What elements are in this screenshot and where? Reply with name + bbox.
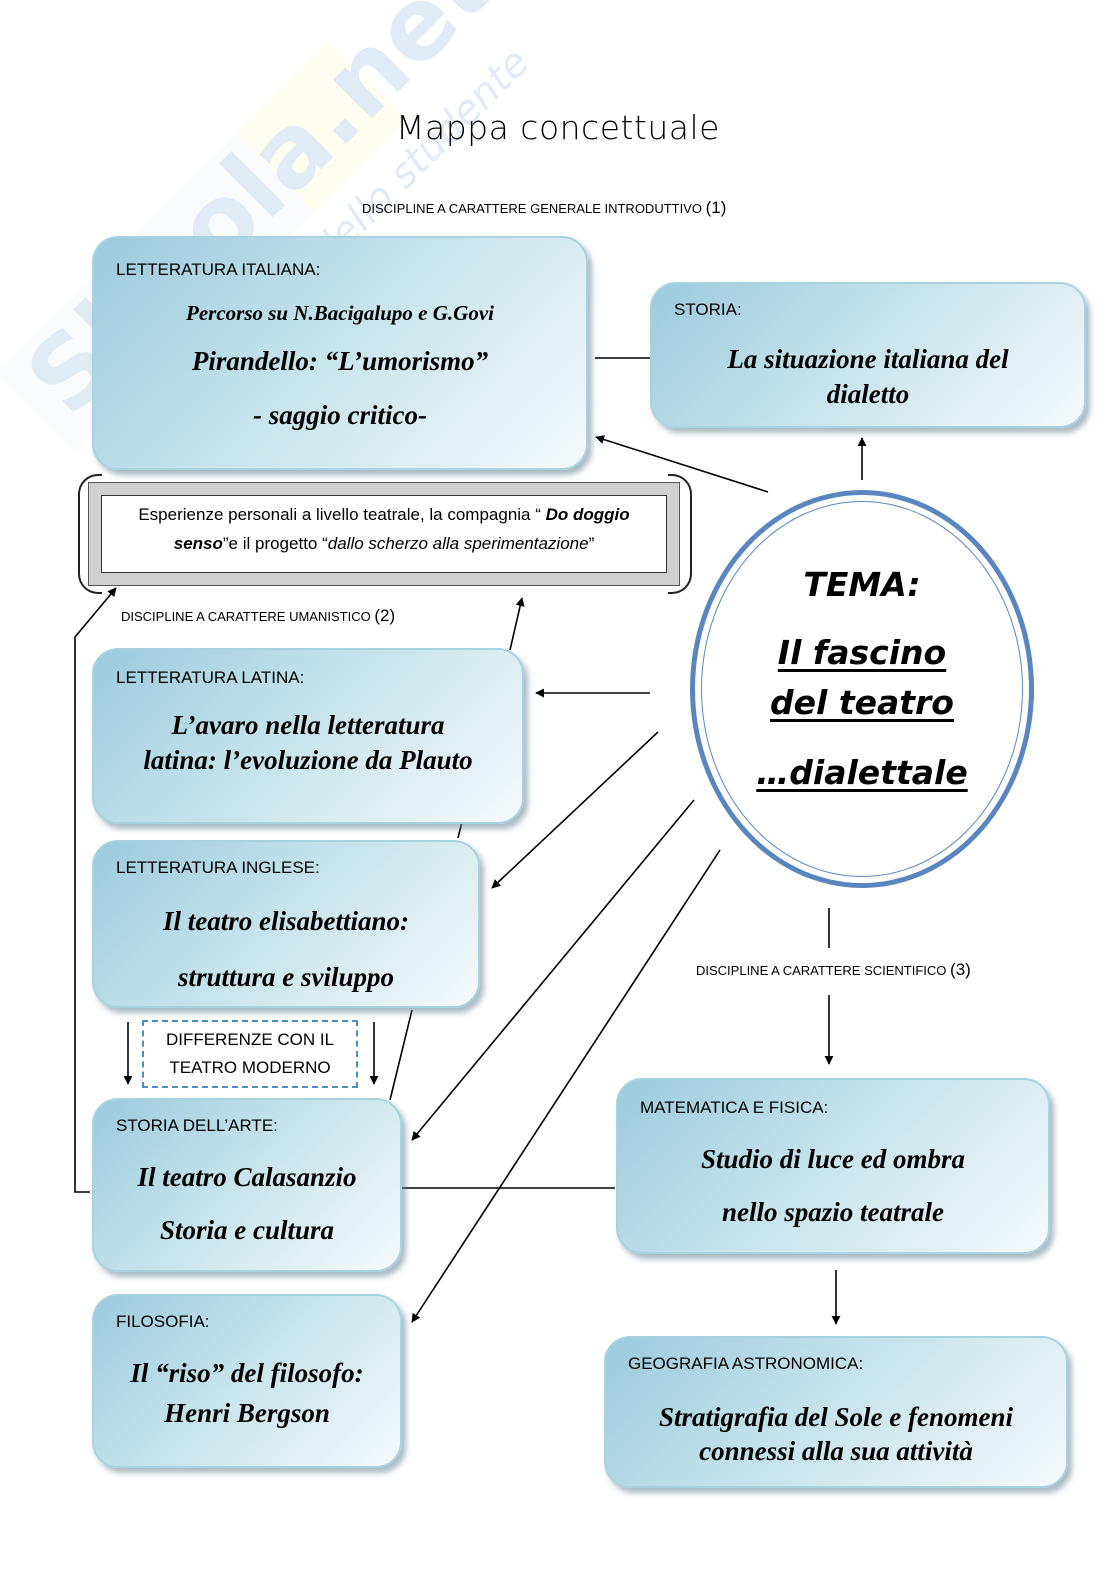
box-text-line: struttura e sviluppo	[177, 962, 395, 992]
arrow-to-arte	[411, 799, 695, 1141]
box-label: STORIA DELL’ARTE:	[116, 1116, 278, 1135]
theme-label: TEMA:	[803, 565, 921, 604]
line-ing-arte	[389, 1009, 413, 1101]
esperienze-text-part: ”e il progetto “	[222, 534, 328, 553]
esperienze-project: dallo scherzo alla sperimentazione	[327, 534, 589, 553]
arrow-arte-to-esperienze	[74, 587, 117, 1193]
esperienze-company: Do doggio	[545, 505, 630, 524]
differenze-line: DIFFERENZE CON IL	[165, 1030, 335, 1049]
box-esperienze-personali: Esperienze personali a livello teatrale,…	[88, 482, 680, 586]
theme-line: …dialettale	[756, 753, 968, 792]
box-text-line: Henri Bergson	[164, 1398, 330, 1428]
box-geografia-astronomica: GEOGRAFIA ASTRONOMICA: Stratigrafia del …	[604, 1336, 1068, 1488]
box-letteratura-italiana: LETTERATURA ITALIANA: Percorso su N.Baci…	[92, 236, 588, 470]
box-text-line: Storia e cultura	[159, 1215, 335, 1245]
esperienze-text-part: ”	[588, 534, 595, 553]
box-text-line: dialetto	[826, 379, 910, 409]
box-text-line: La situazione italiana del	[727, 344, 1009, 374]
theme-line: Il fascino	[777, 633, 947, 672]
box-text-line: connessi alla sua attività	[699, 1436, 973, 1466]
box-label: LETTERATURA INGLESE:	[116, 858, 320, 877]
central-theme-oval: TEMA: Il fascino del teatro …dialettale	[690, 490, 1034, 888]
section-general-label: DISCIPLINE A CARATTERE GENERALE INTRODUT…	[362, 201, 702, 216]
box-text-line: latina: l’evoluzione da Plauto	[143, 745, 473, 775]
box-text-line: - saggio critico-	[253, 400, 427, 430]
section-humanistic: DISCIPLINE A CARATTERE UMANISTICO (2)	[121, 606, 395, 626]
oval-inner-ring	[701, 501, 1023, 877]
section-humanistic-label: DISCIPLINE A CARATTERE UMANISTICO	[121, 609, 371, 624]
box-differenze: DIFFERENZE CON IL TEATRO MODERNO	[142, 1020, 358, 1088]
box-letteratura-latina: LETTERATURA LATINA: L’avaro nella letter…	[92, 648, 524, 824]
section-humanistic-num: (2)	[374, 606, 396, 625]
section-general-num: (1)	[705, 198, 727, 217]
box-text-line: nello spazio teatrale	[722, 1197, 944, 1227]
arrow-to-filosofia	[411, 849, 721, 1323]
box-letteratura-inglese: LETTERATURA INGLESE: Il teatro elisabett…	[92, 840, 480, 1008]
box-text-line: Percorso su N.Bacigalupo e G.Govi	[186, 301, 494, 325]
box-storia: STORIA: La situazione italiana del diale…	[650, 282, 1086, 428]
section-scientific-num: (3)	[950, 960, 971, 979]
box-text-line: L’avaro nella letteratura	[171, 710, 445, 740]
arrow-to-esperienze	[509, 597, 525, 651]
box-text-line: Studio di luce ed ombra	[700, 1144, 965, 1174]
box-matematica-fisica: MATEMATICA E FISICA: Studio di luce ed o…	[616, 1078, 1050, 1254]
box-storia-arte: STORIA DELL’ARTE: Il teatro Calasanzio S…	[92, 1098, 402, 1272]
box-text-line: Il “riso” del filosofo:	[130, 1358, 364, 1388]
box-filosofia: FILOSOFIA: Il “riso” del filosofo: Henri…	[92, 1294, 402, 1468]
section-scientific: DISCIPLINE A CARATTERE SCIENTIFICO (3)	[696, 960, 971, 980]
differenze-line: TEATRO MODERNO	[169, 1058, 331, 1077]
box-label: LETTERATURA LATINA:	[116, 668, 305, 687]
section-general: DISCIPLINE A CARATTERE GENERALE INTRODUT…	[362, 198, 726, 218]
page-title: Mappa concettuale	[396, 108, 720, 147]
box-label: LETTERATURA ITALIANA:	[116, 260, 321, 279]
box-text-line: Stratigrafia del Sole e fenomeni	[659, 1402, 1013, 1432]
box-label: GEOGRAFIA ASTRONOMICA:	[628, 1354, 864, 1373]
box-label: FILOSOFIA:	[116, 1312, 210, 1331]
box-text-line: Il teatro Calasanzio	[137, 1162, 357, 1192]
esperienze-text-part: Esperienze personali a livello teatrale,…	[138, 505, 546, 524]
box-text-line: Pirandello: “L’umorismo”	[191, 346, 489, 376]
section-scientific-label: DISCIPLINE A CARATTERE SCIENTIFICO	[696, 963, 947, 978]
arrow-to-lett-ita	[595, 435, 769, 493]
line-lat-ing	[457, 821, 463, 839]
esperienze-text: Esperienze personali a livello teatrale,…	[101, 495, 667, 573]
theme-line: del teatro	[770, 683, 954, 722]
box-label: MATEMATICA E FISICA:	[640, 1098, 829, 1117]
box-text-line: Il teatro elisabettiano:	[163, 906, 409, 936]
arrow-to-lett-ing	[491, 731, 659, 889]
esperienze-company-end: senso	[173, 534, 223, 553]
box-label: STORIA:	[674, 300, 742, 319]
